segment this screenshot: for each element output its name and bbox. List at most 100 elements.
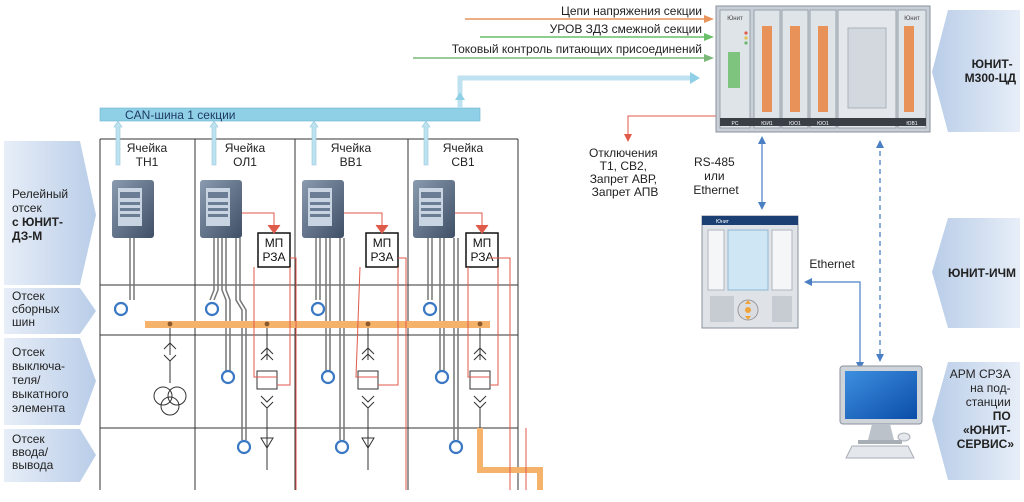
relay-device-2 <box>200 180 242 238</box>
trip-output: Отключения Т1, СВ2, Запрет АВР, Запрет А… <box>589 115 716 199</box>
rs485-link: RS-485 или Ethernet <box>693 136 766 210</box>
m300-terminal-block <box>790 26 800 112</box>
ichm-panel <box>932 218 1020 328</box>
arm-label: АРМ СРЗА на под- станции ПО «ЮНИТ- СЕРВИ… <box>950 367 1015 451</box>
busbar-section-label: Отсек сборных шин <box>12 289 63 329</box>
relay-device-3 <box>302 180 344 238</box>
sensor-icon <box>422 301 438 317</box>
sensor-icon <box>434 369 450 385</box>
sensor-icon <box>220 369 236 385</box>
m300-terminal-block <box>904 26 914 112</box>
signal-arrow-icon <box>704 33 714 41</box>
switchgear-frame <box>99 138 519 490</box>
trip-label: Отключения Т1, СВ2, Запрет АВР, Запрет А… <box>589 146 661 199</box>
cell-4-title: Ячейка <box>443 141 484 155</box>
svg-text:ЮВ1: ЮВ1 <box>906 121 917 127</box>
relay-device-1 <box>112 180 154 238</box>
svg-text:ЮИ1: ЮИ1 <box>761 121 773 127</box>
can-drop-3 <box>309 120 319 166</box>
cell-3-name: ВВ1 <box>340 155 363 169</box>
busbar <box>145 321 543 490</box>
sensor-icon <box>448 439 464 455</box>
arm-computer <box>839 365 923 459</box>
svg-text:Юнит: Юнит <box>727 16 743 22</box>
svg-text:Юнит: Юнит <box>716 219 730 225</box>
breaker-icon <box>469 370 491 390</box>
m300-device: Юнит Юнит РС ЮИ1 ЮО1 ЮО1 ЮВ1 <box>715 5 931 133</box>
breaker-icon <box>256 370 278 390</box>
right-label-panels: ЮНИТ- М300-ЦД ЮНИТ-ИЧМ АРМ СРЗА на под- … <box>932 10 1020 480</box>
rs485-label: RS-485 или Ethernet <box>693 155 739 197</box>
cell-3-title: Ячейка <box>331 141 372 155</box>
signal-label-urov: УРОВ ЗДЗ смежной секции <box>550 22 702 36</box>
m300-label: ЮНИТ- М300-ЦД <box>965 57 1017 85</box>
optic-sensors <box>113 301 464 455</box>
ethernet-link: Ethernet <box>804 257 864 370</box>
cell-headers: Ячейка ТН1 Ячейка ОЛ1 Ячейка ВВ1 Ячейка … <box>127 141 484 169</box>
io-section-label: Отсек ввода/ вывода <box>12 432 54 472</box>
svg-text:ЮО1: ЮО1 <box>789 121 801 127</box>
mp-rza-blocks: МП РЗА МП РЗА МП РЗА <box>257 232 499 268</box>
left-label-panels: Релейный отсек с ЮНИТ- ДЗ-М Отсек сборны… <box>4 141 96 482</box>
link-arrow-icon <box>758 136 766 144</box>
signal-arrow-icon <box>704 54 714 62</box>
can-bus-bar <box>99 107 481 122</box>
can-bus-uplink-arrow-up <box>455 92 465 100</box>
ichm-device: Юнит <box>701 215 799 329</box>
sensor-icon <box>310 301 326 317</box>
relay-device-4 <box>413 180 455 238</box>
mp-rza-block-2: МП РЗА <box>365 232 399 268</box>
svg-text:ЮО1: ЮО1 <box>817 121 829 127</box>
svg-text:РС: РС <box>732 121 739 127</box>
svg-text:РЗА: РЗА <box>471 250 494 264</box>
optic-fibers <box>129 238 459 440</box>
relay-devices <box>112 180 455 238</box>
m300-terminal-block <box>818 26 828 112</box>
sensor-icon <box>236 439 252 455</box>
ichm-keypad-icon <box>745 307 751 313</box>
sensor-icon <box>204 301 220 317</box>
svg-text:РЗА: РЗА <box>371 250 394 264</box>
signal-arrow-icon <box>704 15 714 23</box>
can-drop-4 <box>421 120 431 166</box>
red-wires <box>242 212 527 490</box>
signal-arrows: Цепи напряжения секции УРОВ ЗДЗ смежной … <box>413 4 714 62</box>
mouse-icon <box>897 432 911 442</box>
svg-text:МП: МП <box>265 236 284 250</box>
transformer-icon <box>153 386 173 406</box>
cell-1-name: ТН1 <box>136 155 159 169</box>
sensor-icon <box>320 369 336 385</box>
sensor-icon <box>113 301 129 317</box>
can-bus-label: CAN-шина 1 секции <box>125 108 236 122</box>
mp-rza-block-1: МП РЗА <box>257 232 291 268</box>
can-bus-uplink-arrow <box>690 72 700 84</box>
busbar-section-panel <box>4 288 96 334</box>
keyboard-icon <box>845 445 915 459</box>
sensor-icon <box>334 439 350 455</box>
svg-text:Юнит: Юнит <box>904 16 920 22</box>
ichm-label: ЮНИТ-ИЧМ <box>948 266 1016 280</box>
svg-text:МП: МП <box>373 236 392 250</box>
main-busbar <box>145 321 490 328</box>
can-bus-uplink <box>457 75 690 108</box>
link-arrow-icon <box>876 140 884 148</box>
ichm-screen <box>727 229 769 291</box>
cell-4-name: СВ1 <box>451 155 475 169</box>
link-arrow-icon <box>758 202 766 210</box>
ethernet-label: Ethernet <box>809 257 855 271</box>
can-drop-1 <box>113 120 123 166</box>
cell-2-name: ОЛ1 <box>233 155 257 169</box>
m300-terminal-block <box>728 52 740 88</box>
svg-text:МП: МП <box>473 236 492 250</box>
breaker-icon <box>357 370 379 390</box>
signal-label-voltage: Цепи напряжения секции <box>561 4 702 18</box>
arm-panel <box>932 362 1020 480</box>
relay-section-panel <box>4 141 96 285</box>
m300-arm-link <box>876 140 884 362</box>
m300-panel <box>932 10 1020 132</box>
can-drop-2 <box>209 120 219 166</box>
m300-terminal-block <box>762 26 772 112</box>
svg-text:РЗА: РЗА <box>263 250 286 264</box>
